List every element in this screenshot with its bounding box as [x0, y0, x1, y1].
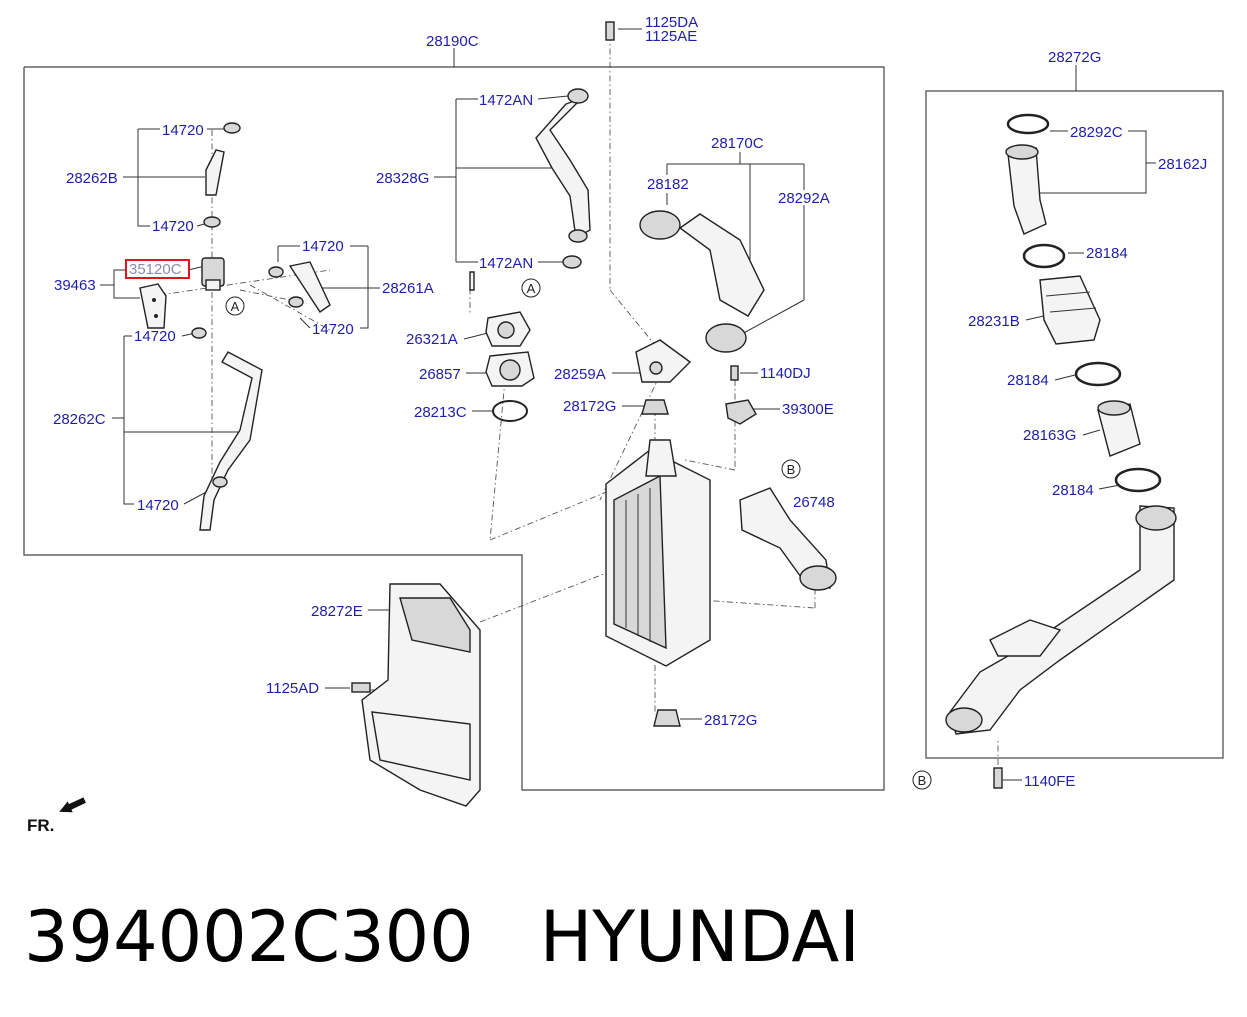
hose-28231B	[1039, 275, 1101, 345]
label-26748[interactable]: 26748	[793, 494, 835, 511]
label-28172G-b[interactable]: 28172G	[704, 712, 757, 729]
cap-28172G-top	[641, 399, 669, 415]
svg-text:B: B	[918, 773, 927, 788]
clamp-28292C	[1006, 113, 1050, 135]
ref-marker-a2: A	[521, 278, 541, 298]
label-28162J[interactable]: 28162J	[1158, 156, 1207, 173]
label-1140DJ[interactable]: 1140DJ	[760, 365, 811, 382]
label-28163G[interactable]: 28163G	[1023, 427, 1076, 444]
leader-lines	[100, 28, 1156, 781]
label-14720-c[interactable]: 14720	[302, 238, 344, 255]
label-28262C[interactable]: 28262C	[53, 411, 106, 428]
label-28184-b[interactable]: 28184	[1007, 372, 1049, 389]
label-14720-a[interactable]: 14720	[162, 122, 204, 139]
label-26857[interactable]: 26857	[419, 366, 461, 383]
sensor-39300E	[725, 399, 757, 425]
label-28184-c[interactable]: 28184	[1052, 482, 1094, 499]
label-28272G[interactable]: 28272G	[1048, 49, 1101, 66]
part-number: 394002C300	[24, 896, 474, 978]
solenoid-valve-35120C	[201, 257, 225, 291]
ref-marker-b2: B	[912, 770, 932, 790]
hose-28162J	[1005, 144, 1047, 235]
clamp-28184-c	[1114, 467, 1162, 493]
label-1125AD[interactable]: 1125AD	[266, 680, 319, 697]
front-arrow-icon	[59, 797, 86, 813]
label-28170C[interactable]: 28170C	[711, 135, 764, 152]
brand-name: HYUNDAI	[539, 896, 860, 978]
label-28328G[interactable]: 28328G	[376, 170, 429, 187]
hose-28262C	[191, 327, 263, 531]
label-28231B[interactable]: 28231B	[968, 313, 1020, 330]
parts-diagram: A A B B 28190C 1125DA 1125AE 28272G 1472…	[23, 14, 1224, 835]
bolt-1140DJ	[730, 365, 739, 381]
label-39300E[interactable]: 39300E	[782, 401, 834, 418]
actuator-26321A	[469, 271, 531, 347]
clamp-1472AN	[562, 255, 582, 269]
hose-28163G	[1097, 400, 1141, 457]
label-28172G-a[interactable]: 28172G	[563, 398, 616, 415]
valve-26857	[485, 351, 535, 387]
part-labels: 28190C 1125DA 1125AE 28272G 14720 28262B…	[53, 14, 1207, 790]
ref-marker-b1: B	[781, 459, 801, 479]
bolt-1125AD	[351, 682, 371, 693]
bolt-1140FE	[993, 767, 1003, 789]
bracket-39463	[139, 283, 167, 329]
hose-28262B	[203, 122, 241, 228]
label-14720-d[interactable]: 14720	[312, 321, 354, 338]
label-28213C[interactable]: 28213C	[414, 404, 467, 421]
duct-28272E	[361, 583, 481, 807]
svg-text:FR.: FR.	[27, 816, 54, 835]
hose-28261A	[268, 261, 331, 313]
front-orientation-marker: FR.	[27, 797, 86, 835]
frame-28190C	[23, 66, 885, 791]
bracket-28259A	[635, 339, 692, 383]
clamp-28184-a	[1022, 243, 1066, 269]
label-1472AN-b[interactable]: 1472AN	[479, 255, 533, 272]
label-28190C[interactable]: 28190C	[426, 33, 479, 50]
cap-28172G-bottom	[653, 709, 681, 727]
label-39463[interactable]: 39463	[54, 277, 96, 294]
hose-26748	[739, 487, 837, 591]
label-1472AN-a[interactable]: 1472AN	[479, 92, 533, 109]
svg-text:A: A	[231, 299, 240, 314]
intercooler	[605, 439, 711, 667]
label-28182[interactable]: 28182	[647, 176, 689, 193]
label-14720-e[interactable]: 14720	[134, 328, 176, 345]
label-28292A[interactable]: 28292A	[778, 190, 830, 207]
oring-28213C	[492, 400, 528, 422]
label-28272E[interactable]: 28272E	[311, 603, 363, 620]
label-1125AE[interactable]: 1125AE	[645, 28, 697, 45]
label-1125DA[interactable]: 1125DA	[645, 14, 698, 31]
label-28262B[interactable]: 28262B	[66, 170, 118, 187]
frame-28272G	[925, 90, 1224, 759]
hose-28170C	[639, 210, 765, 353]
label-28259A[interactable]: 28259A	[554, 366, 606, 383]
svg-text:B: B	[787, 462, 796, 477]
label-26321A[interactable]: 26321A	[406, 331, 458, 348]
hose-28328G	[535, 88, 591, 243]
ref-marker-a1: A	[225, 296, 245, 316]
label-28261A[interactable]: 28261A	[382, 280, 434, 297]
clamp-28184-b	[1074, 361, 1122, 387]
caption: 394002C300 HYUNDAI	[24, 882, 1224, 992]
label-1140FE[interactable]: 1140FE	[1024, 773, 1075, 790]
label-28184-a[interactable]: 28184	[1086, 245, 1128, 262]
highlight-box-35120C	[125, 259, 190, 279]
label-28292C[interactable]: 28292C	[1070, 124, 1123, 141]
svg-text:A: A	[527, 281, 536, 296]
label-14720-f[interactable]: 14720	[137, 497, 179, 514]
label-14720-b[interactable]: 14720	[152, 218, 194, 235]
label-35120C[interactable]: 35120C	[129, 261, 182, 278]
bolt-1125DA	[605, 21, 615, 41]
pipe-28272G	[945, 505, 1177, 735]
